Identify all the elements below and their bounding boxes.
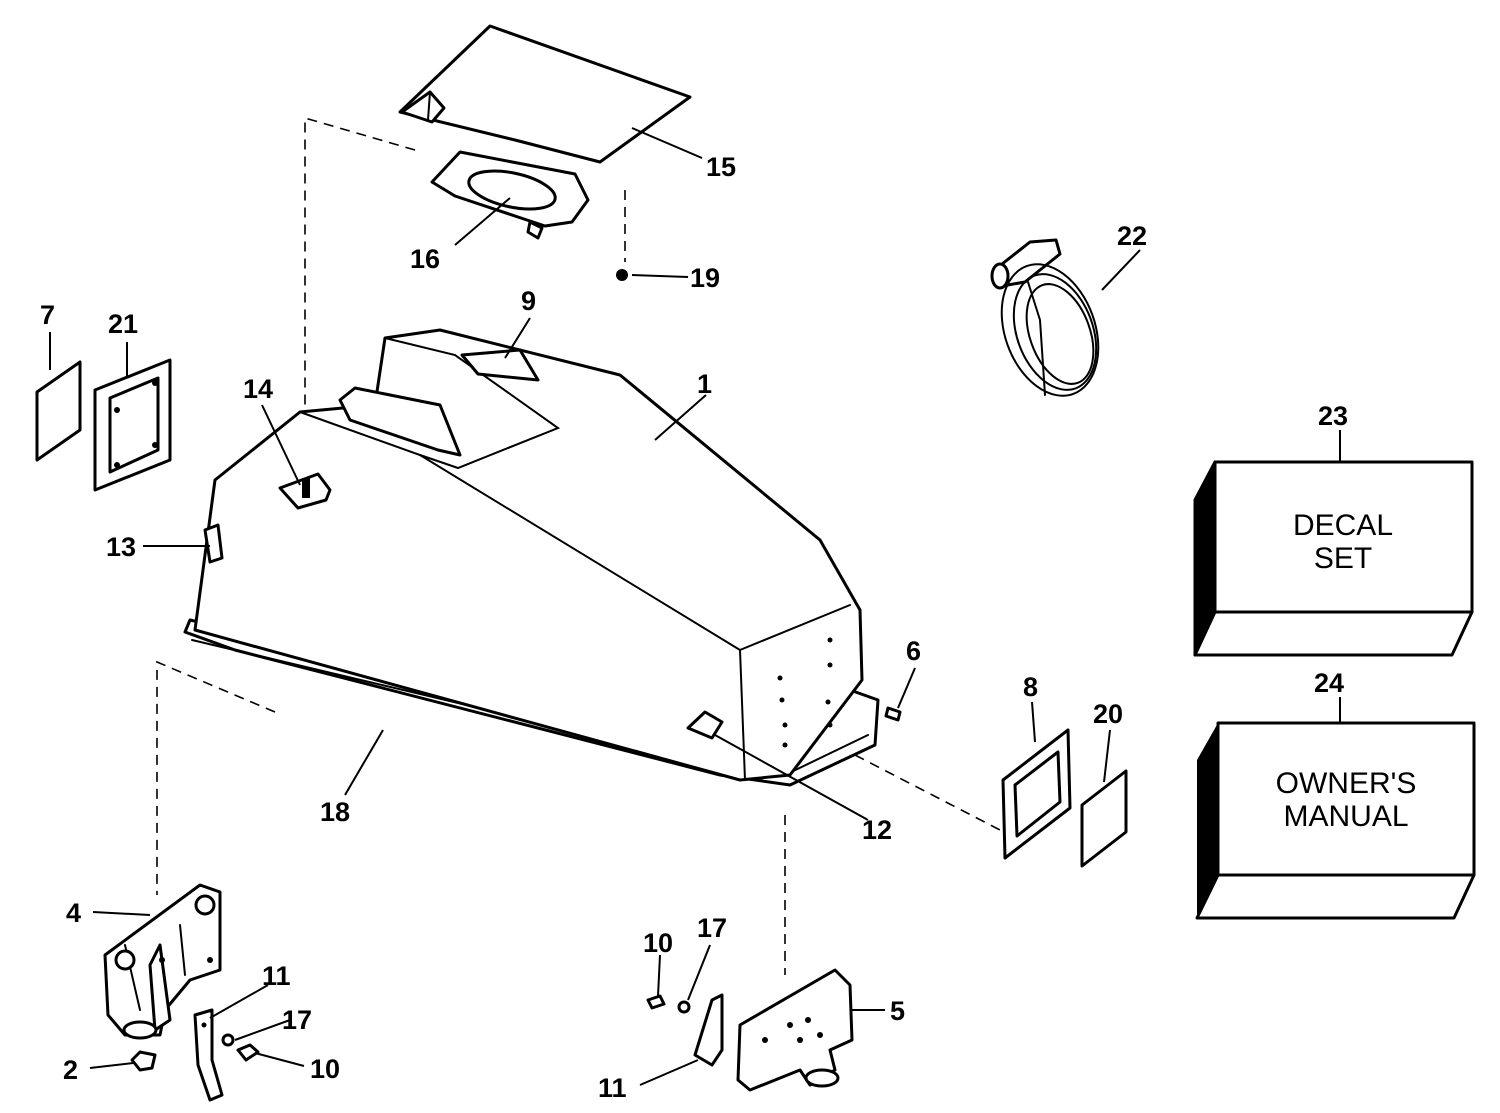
frame-gasket-part <box>93 358 172 492</box>
callout-22: 22 <box>1117 221 1147 251</box>
small-screw-part <box>884 706 902 722</box>
leader-lines <box>49 127 1341 1086</box>
callout-10-left: 10 <box>310 1054 340 1084</box>
right-frame-gasket-part <box>1001 728 1072 860</box>
rear-holes <box>777 637 833 748</box>
callout-17-left: 17 <box>282 1005 312 1035</box>
callout-10-right: 10 <box>643 928 673 958</box>
callout-numbers: 15 16 19 22 9 7 21 1 14 13 23 6 24 8 20 … <box>40 152 1348 1103</box>
right-washer-part <box>677 1000 691 1014</box>
callout-16: 16 <box>410 244 440 274</box>
callout-5: 5 <box>890 996 905 1026</box>
owners-manual-line2: MANUAL <box>1283 800 1408 833</box>
callout-8: 8 <box>1023 672 1038 702</box>
callout-11-right: 11 <box>598 1073 627 1103</box>
left-bolt-part <box>236 1043 260 1062</box>
callout-7: 7 <box>40 300 55 330</box>
callout-12: 12 <box>862 815 892 845</box>
callout-6: 6 <box>906 636 921 666</box>
assembly-lines <box>156 116 1001 975</box>
left-clip-part <box>193 1008 224 1102</box>
starter-cord-part <box>990 238 1100 397</box>
callout-24: 24 <box>1314 668 1344 698</box>
callout-13: 13 <box>106 532 136 562</box>
engine-cowl-part <box>183 328 880 787</box>
bumper-screw-part <box>130 1050 157 1072</box>
callout-18: 18 <box>320 797 350 827</box>
callout-4: 4 <box>66 898 81 928</box>
callout-17-right: 17 <box>697 913 727 943</box>
owners-manual-line1: OWNER'S <box>1276 767 1417 800</box>
callout-9: 9 <box>521 286 536 316</box>
right-bolt-part <box>646 994 666 1010</box>
right-clip-part <box>693 993 724 1067</box>
callout-14: 14 <box>243 374 273 404</box>
callout-20: 20 <box>1093 699 1123 729</box>
decal-set-line1: DECAL <box>1293 509 1393 542</box>
right-label-plate-part <box>1080 769 1128 868</box>
left-washer-part <box>221 1033 235 1047</box>
callout-21: 21 <box>108 309 138 339</box>
label-plate-part <box>35 360 82 462</box>
right-bracket-part <box>736 968 854 1092</box>
callout-2: 2 <box>63 1055 78 1085</box>
owners-manual-box: OWNER'S MANUAL <box>1195 721 1476 920</box>
callout-1: 1 <box>697 369 712 399</box>
intake-plate-part <box>430 150 590 240</box>
decal-set-box: DECAL SET <box>1193 460 1474 657</box>
left-bracket-part <box>103 883 222 1040</box>
callout-19: 19 <box>690 263 720 293</box>
callout-15: 15 <box>706 152 736 182</box>
callout-23: 23 <box>1318 401 1348 431</box>
callout-11-left: 11 <box>262 961 291 991</box>
hood-cover-part <box>398 24 692 164</box>
screw-part <box>616 269 628 281</box>
decal-set-line2: SET <box>1314 542 1372 575</box>
